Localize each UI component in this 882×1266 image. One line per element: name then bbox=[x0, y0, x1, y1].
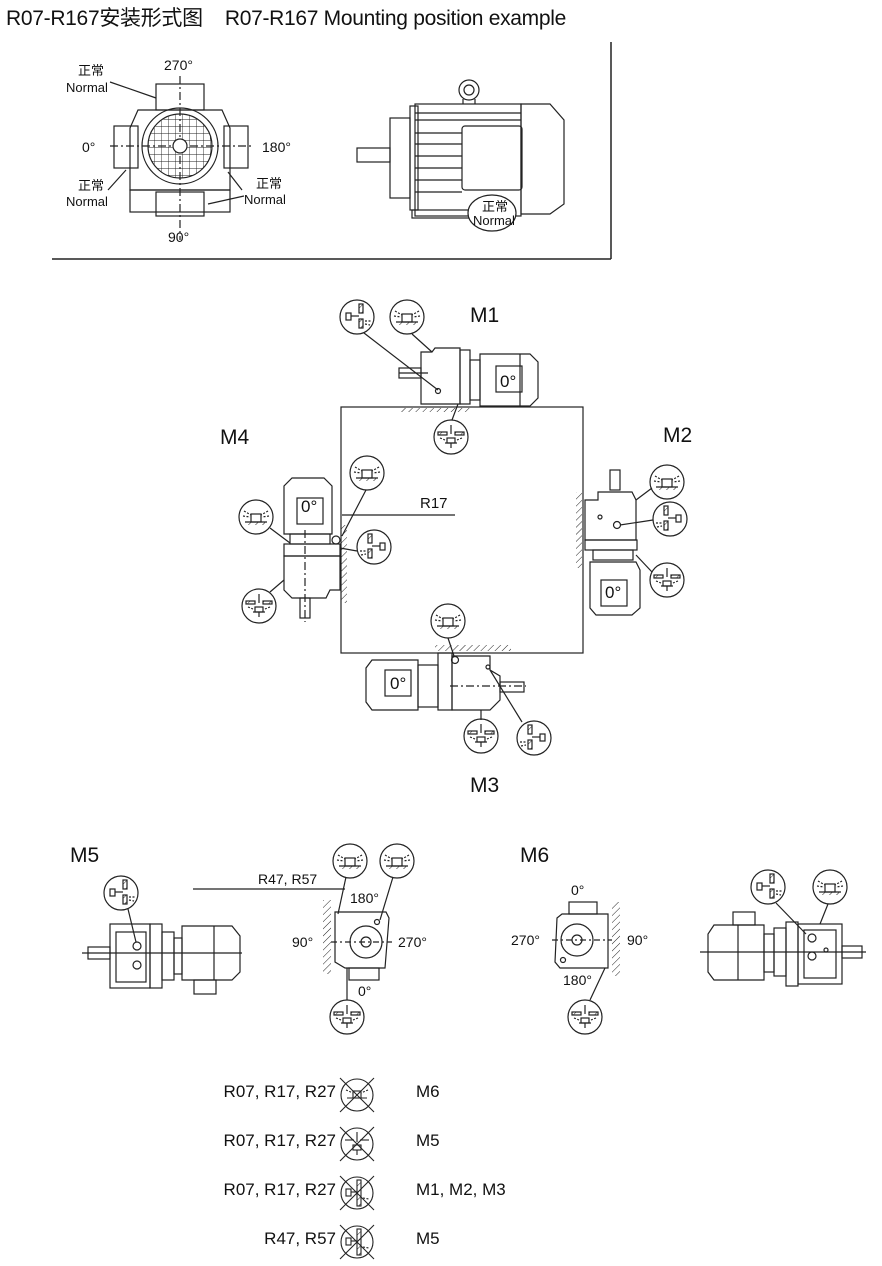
m3-terminal-box-label: 0° bbox=[390, 674, 406, 693]
position-m1-label: M1 bbox=[470, 304, 499, 327]
normal-label-en-2: Normal bbox=[66, 194, 108, 209]
position-m3-label: M3 bbox=[470, 774, 499, 797]
gearmotor-m1 bbox=[339, 299, 539, 455]
m5-models-label: R47, R57 bbox=[258, 871, 317, 887]
m4-terminal-box-label: 0° bbox=[301, 497, 317, 516]
motor-side-view bbox=[356, 79, 565, 232]
m5-angle-90: 90° bbox=[292, 934, 313, 950]
motor-front-view bbox=[110, 76, 252, 240]
position-m2-label: M2 bbox=[663, 424, 692, 447]
angle-270-label: 270° bbox=[164, 57, 193, 73]
gearmotor-m3 bbox=[365, 603, 552, 756]
m2-terminal-box-label: 0° bbox=[605, 583, 621, 602]
legend-models: R07, R17, R27 bbox=[223, 1180, 336, 1199]
crossed-drain-plug-icon bbox=[339, 1126, 375, 1162]
title-english: R07-R167 Mounting position example bbox=[224, 7, 566, 30]
position-m4-label: M4 bbox=[220, 426, 249, 449]
angle-90-label: 90° bbox=[168, 229, 189, 245]
gearmotor-m6-end bbox=[552, 901, 620, 1035]
normal-label-en-1: Normal bbox=[66, 80, 108, 95]
angle-0-label: 0° bbox=[82, 139, 95, 155]
normal-label-en-4: Normal bbox=[473, 213, 515, 228]
crossed-level-plug-icon bbox=[339, 1224, 375, 1260]
m6-angle-180: 180° bbox=[563, 972, 592, 988]
legend-row: R47, R57 M5 bbox=[0, 1224, 882, 1260]
legend-models: R07, R17, R27 bbox=[223, 1082, 336, 1101]
gearmotor-m4 bbox=[238, 455, 392, 624]
gearmotor-m2 bbox=[576, 464, 688, 616]
page-title: R07-R167安装形式图 R07-R167 Mounting position … bbox=[6, 2, 588, 32]
legend-positions: M6 bbox=[416, 1082, 440, 1101]
gearmotor-m6-side bbox=[700, 869, 866, 987]
m6-angle-90: 90° bbox=[627, 932, 648, 948]
legend-row: R07, R17, R27 M1, M2, M3 bbox=[0, 1175, 882, 1211]
legend-models: R47, R57 bbox=[264, 1229, 336, 1248]
m1-terminal-box-label: 0° bbox=[500, 372, 516, 391]
m5-angle-0: 0° bbox=[358, 983, 371, 999]
crossed-level-plug-icon bbox=[339, 1175, 375, 1211]
normal-label-cn-1: 正常 bbox=[78, 63, 104, 78]
gearmotor-m5-end bbox=[323, 843, 415, 1035]
m5-angle-270: 270° bbox=[398, 934, 427, 950]
normal-label-cn-3: 正常 bbox=[256, 176, 282, 191]
gearmotor-m5-side bbox=[82, 875, 242, 995]
center-model-label: R17 bbox=[420, 495, 448, 512]
title-chinese: R07-R167安装形式图 bbox=[6, 7, 203, 30]
legend-models: R07, R17, R27 bbox=[223, 1131, 336, 1150]
normal-label-en-3: Normal bbox=[244, 192, 286, 207]
legend-row: R07, R17, R27 M5 bbox=[0, 1126, 882, 1162]
normal-label-cn-2: 正常 bbox=[78, 178, 104, 193]
m6-angle-270: 270° bbox=[511, 932, 540, 948]
m5-angle-180: 180° bbox=[350, 890, 379, 906]
legend-positions: M5 bbox=[416, 1229, 440, 1248]
normal-label-cn-4: 正常 bbox=[482, 199, 508, 214]
angle-180-label: 180° bbox=[262, 139, 291, 155]
legend-positions: M1, M2, M3 bbox=[416, 1180, 506, 1199]
legend-row: R07, R17, R27 M6 bbox=[0, 1077, 882, 1113]
crossed-breather-vent-icon bbox=[339, 1077, 375, 1113]
position-m6-label: M6 bbox=[520, 844, 549, 867]
top-panel: 270° 0° 180° 90° 正常 Normal 正常 Normal 正常 … bbox=[52, 42, 612, 260]
m6-angle-0: 0° bbox=[571, 882, 584, 898]
position-m5-label: M5 bbox=[70, 844, 99, 867]
legend-positions: M5 bbox=[416, 1131, 440, 1150]
